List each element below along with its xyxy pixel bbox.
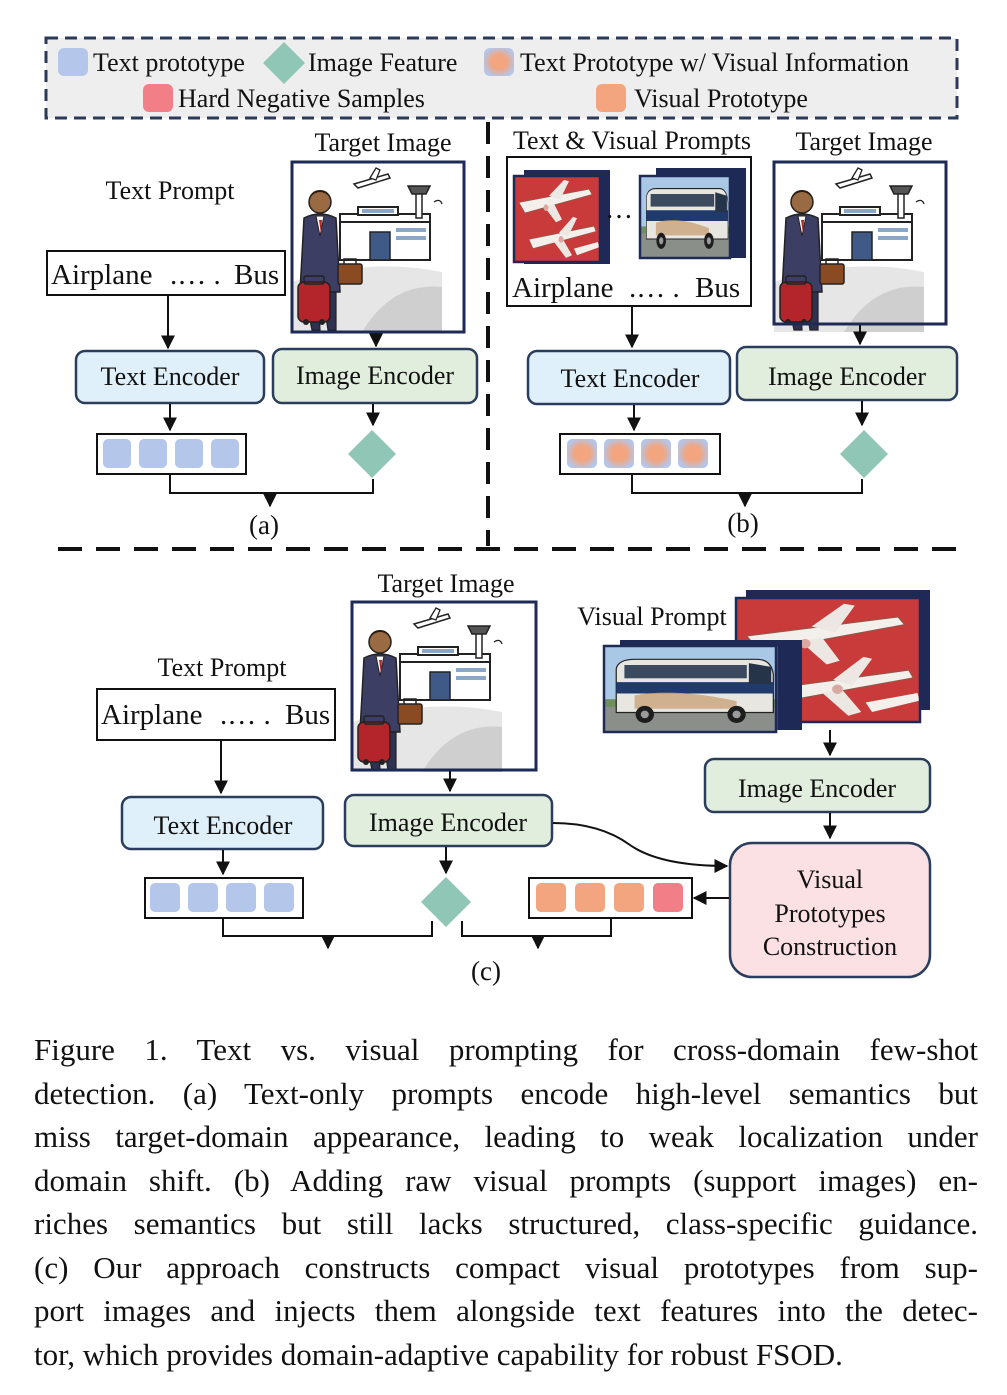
panel-b-bus-images (638, 168, 746, 260)
panel-c-text-prompt-title: Text Prompt (158, 653, 288, 682)
panel-c-image-encoder-visual-label: Image Encoder (738, 774, 896, 803)
panel-c-text-encoder (120, 795, 325, 851)
panel-b-prompt-ellipsis: .… . (629, 272, 680, 304)
panel-a-target-image-title: Target Image (314, 128, 451, 157)
figure-diagram: Text prototype Image Feature Text Protot… (44, 36, 960, 986)
panel-c: Text Prompt Airplane .… . Bus Target Ima… (96, 569, 932, 986)
legend-text-prototype-visual-label: Text Prototype w/ Visual Information (520, 48, 909, 77)
caption-line: Figure 1. Text vs. visual prompting for … (34, 1032, 978, 1067)
panel-b-target-image-title: Target Image (795, 127, 932, 156)
panel-c-vpc-line3: Construction (763, 932, 897, 961)
panel-a-image-feature (348, 430, 396, 478)
panel-a-text-encoder-label: Text Encoder (101, 362, 240, 391)
legend-text-prototype-swatch (58, 48, 88, 76)
panel-c-target-image-title: Target Image (377, 569, 514, 598)
panel-c-prompt-right: Bus (285, 699, 330, 731)
legend-hard-negative-label: Hard Negative Samples (178, 84, 425, 113)
panel-b-label: (b) (727, 508, 758, 538)
text-prototype-visual-token (604, 439, 634, 468)
text-prototype-token (150, 883, 180, 912)
visual-prototype-token (614, 883, 644, 912)
text-prototype-visual-token (641, 439, 671, 468)
panel-b-prompt-right: Bus (695, 272, 740, 304)
panel-c-visual-prompt-images (602, 590, 930, 734)
panel-c-prompt-ellipsis: .… . (220, 699, 271, 731)
panel-c-visual-prompt-title: Visual Prompt (577, 602, 727, 631)
caption-line: tor, which provides domain-adaptive capa… (34, 1336, 843, 1372)
caption-line: miss target-domain appearance, leading t… (34, 1119, 978, 1154)
panel-a-prompt-right: Bus (234, 259, 279, 291)
panel-b: Text & Visual Prompts Target Image … Air… (506, 126, 959, 538)
figure-caption: Figure 1. Text vs. visual prompting for … (34, 1028, 978, 1376)
legend-hard-negative-swatch (143, 84, 173, 112)
text-prototype-token (264, 883, 294, 912)
panel-b-prompt-left: Airplane (512, 272, 613, 304)
text-prototype-token (188, 883, 218, 912)
text-prototype-token (226, 883, 256, 912)
panel-a: Text Prompt Airplane .… . Bus Target Ima… (46, 128, 479, 540)
text-prototype-token (139, 439, 167, 468)
hard-negative-token (653, 883, 683, 912)
panel-b-image-ellipsis: … (605, 194, 633, 225)
panel-b-image-encoder-label: Image Encoder (768, 362, 926, 391)
text-prototype-visual-token (567, 439, 597, 468)
panel-c-image-feature (421, 877, 471, 927)
text-prototype-token (175, 439, 203, 468)
panel-b-text-encoder (526, 349, 732, 406)
panel-b-image-feature (840, 430, 888, 478)
legend-visual-prototype-label: Visual Prototype (634, 84, 808, 113)
legend-visual-prototype-swatch (596, 84, 626, 112)
panel-b-image-encoder (735, 345, 959, 402)
panel-a-text-prompt-title: Text Prompt (106, 176, 236, 205)
legend-text-prototype-label: Text prototype (93, 48, 245, 77)
text-prototype-visual-token (678, 439, 708, 468)
panel-a-image-encoder-label: Image Encoder (296, 361, 454, 390)
text-prototype-token (103, 439, 131, 468)
panel-a-text-encoder (74, 349, 266, 405)
panel-b-airplane-images (512, 170, 610, 264)
panel-c-text-encoder-label: Text Encoder (154, 811, 293, 840)
panel-c-image-encoder-target-label: Image Encoder (369, 808, 527, 837)
panel-a-image-encoder (271, 347, 479, 405)
panel-c-image-encoder-visual (703, 757, 932, 814)
panel-c-text-prompt-box (96, 688, 336, 741)
legend-image-feature-label: Image Feature (308, 48, 457, 77)
panel-b-target-image (772, 160, 948, 333)
caption-line: (c) Our approach constructs compact visu… (34, 1249, 978, 1285)
panel-a-text-prompt-box (46, 250, 286, 296)
panel-c-image-encoder-target (343, 793, 554, 848)
panel-b-text-encoder-label: Text Encoder (561, 364, 700, 393)
caption-line: port images and injects them alongside t… (34, 1293, 978, 1328)
panel-c-target-image (350, 600, 538, 773)
visual-prototype-token (575, 883, 605, 912)
caption-line: detection. (a) Text-only prompts encode … (34, 1075, 978, 1111)
text-prototype-token (211, 439, 239, 468)
legend: Text prototype Image Feature Text Protot… (44, 36, 959, 120)
panel-c-visual-prototypes-construction (728, 841, 932, 979)
caption-line: domain shift. (b) Adding raw visual prom… (34, 1162, 978, 1198)
visual-prototype-token (536, 883, 566, 912)
panel-c-vpc-line1: Visual (797, 865, 863, 894)
legend-text-prototype-visual-swatch (484, 48, 514, 76)
panel-a-prompt-ellipsis: .… . (170, 259, 221, 291)
legend-image-feature-swatch (263, 42, 305, 84)
caption-line: riches semantics but still lacks structu… (34, 1206, 978, 1241)
panel-c-label: (c) (471, 956, 501, 986)
panel-a-prompt-left: Airplane (51, 259, 152, 291)
panel-a-target-image (290, 160, 466, 334)
panel-b-prompts-title: Text & Visual Prompts (513, 126, 751, 155)
panel-c-prompt-left: Airplane (101, 699, 202, 731)
panel-c-vpc-line2: Prototypes (774, 899, 885, 928)
panel-a-label: (a) (249, 510, 279, 540)
